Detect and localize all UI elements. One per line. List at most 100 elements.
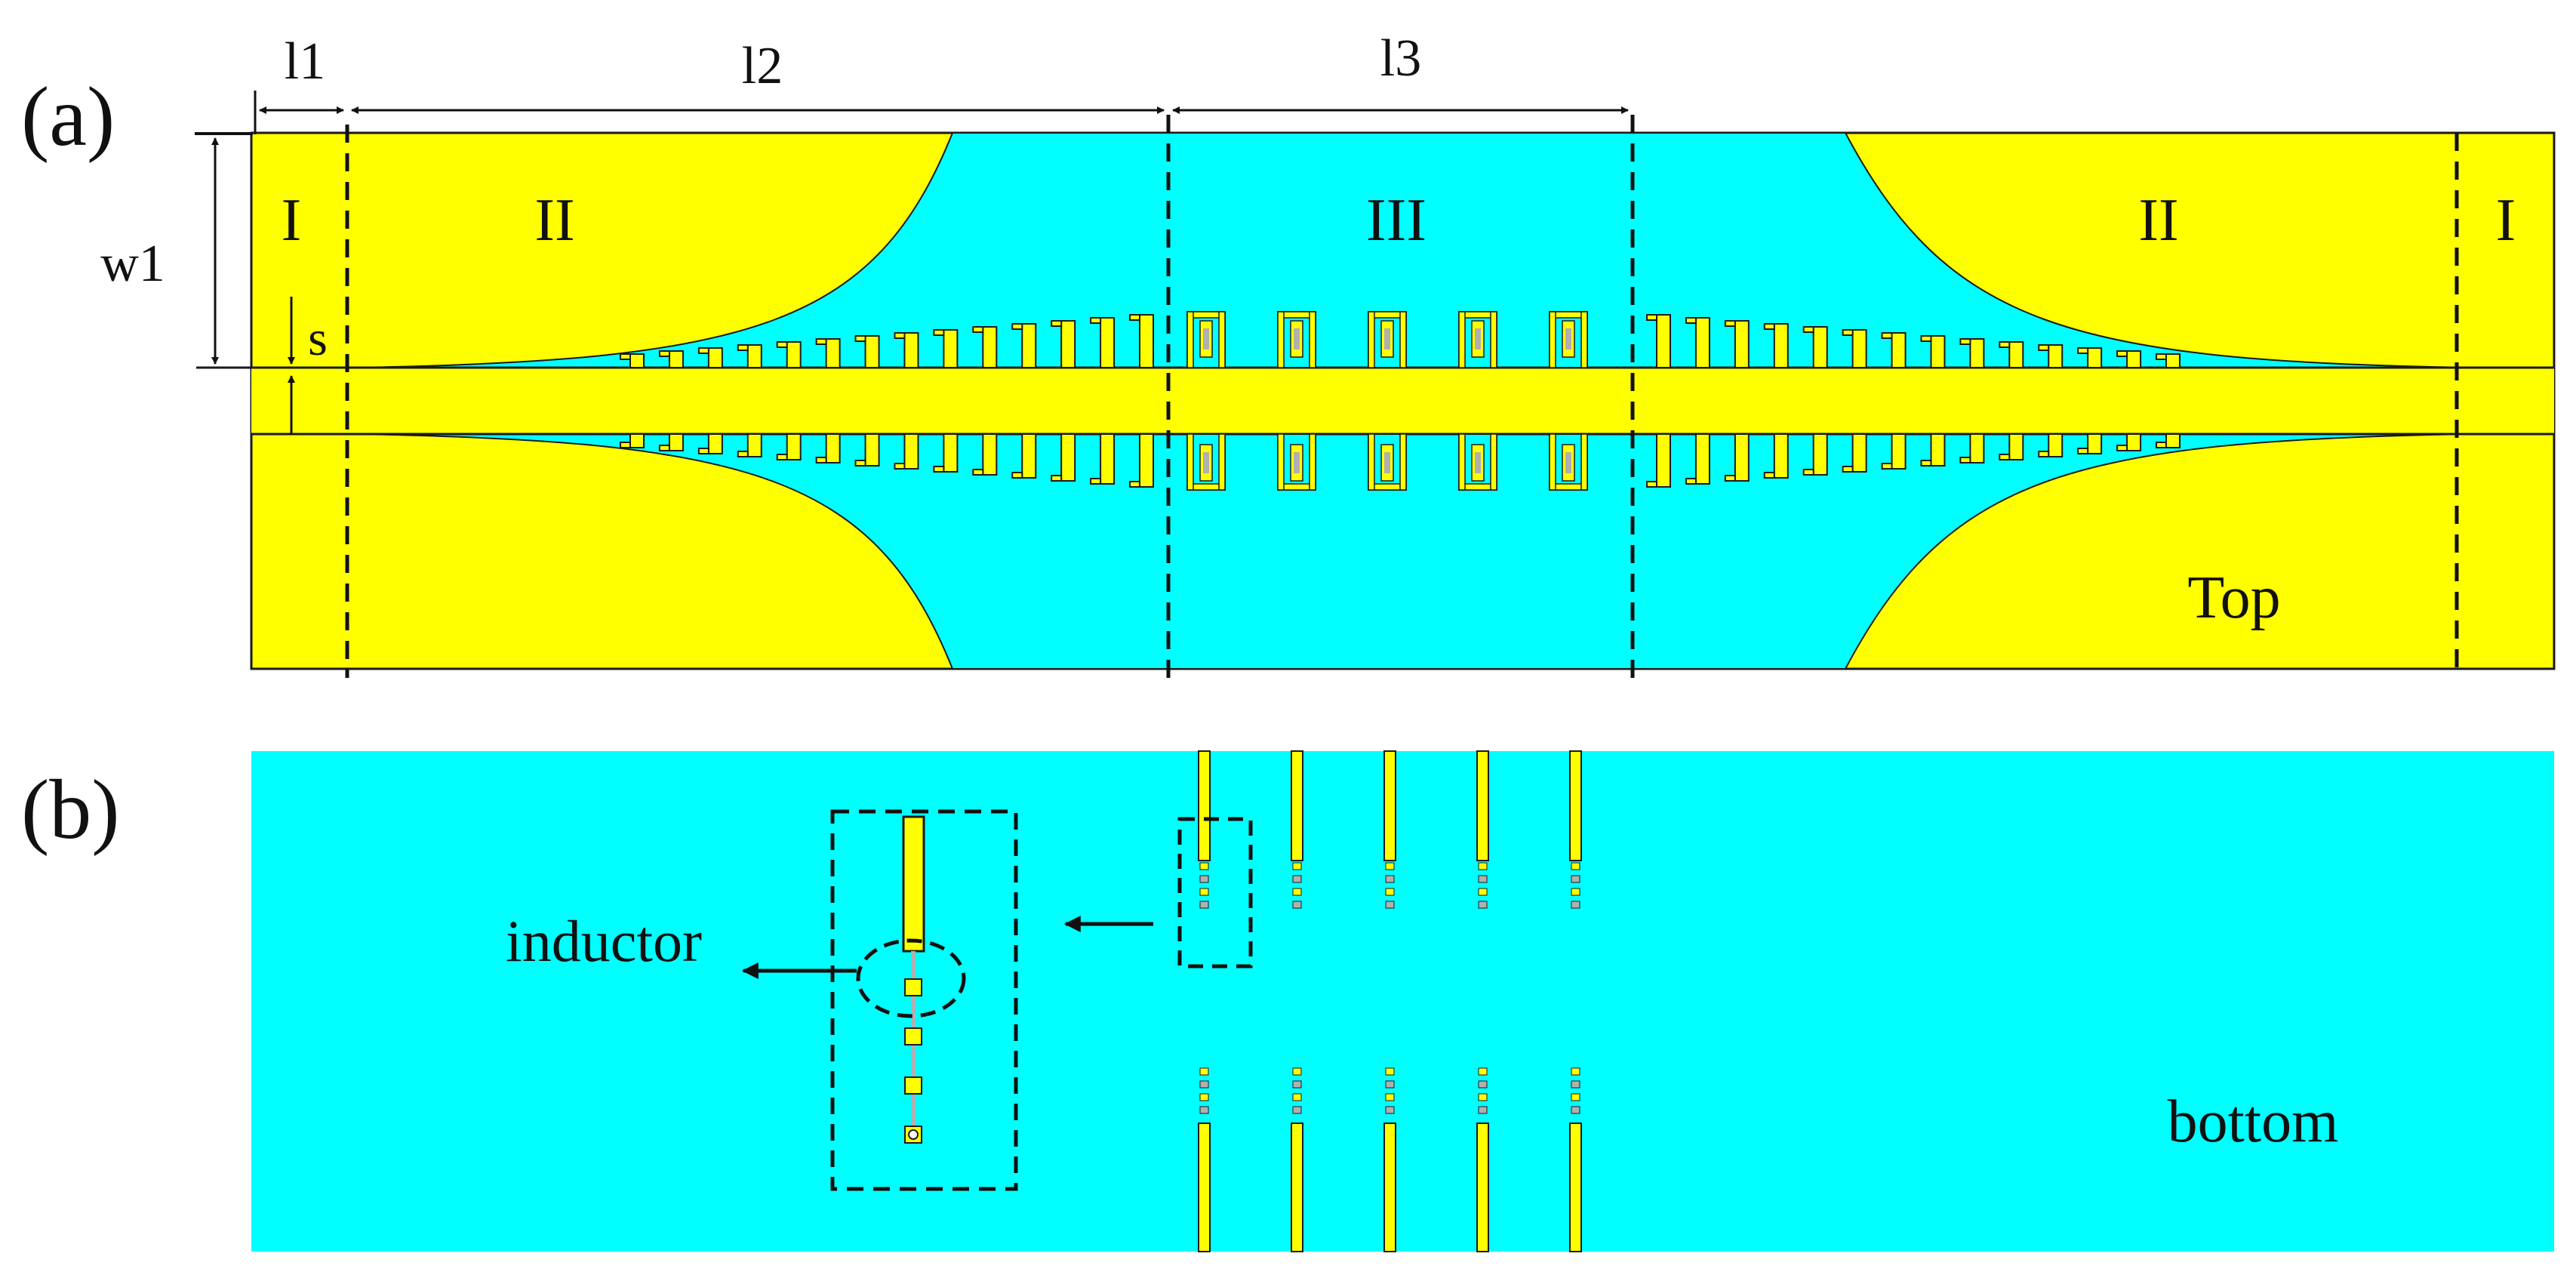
slot-stub: [707, 433, 723, 454]
slot-stub: [1930, 433, 1946, 467]
slot-hook: [1999, 454, 2011, 460]
slot-cell: [2116, 433, 2142, 451]
spiral-arm-left: [1186, 433, 1194, 491]
slot-stub: [629, 433, 645, 448]
slot-stub: [982, 433, 998, 476]
side-label-top: Top: [2187, 565, 2280, 631]
strip-via-lower: [1478, 1106, 1488, 1114]
region-label-i-left: I: [282, 187, 302, 254]
slot-cell: [894, 332, 919, 368]
slot-hook: [1881, 332, 1893, 339]
slot-stub: [864, 335, 880, 368]
slot-hook: [737, 344, 749, 351]
slot-hook: [1802, 326, 1814, 333]
slot-stub: [2008, 341, 2024, 368]
slot-stub: [1694, 317, 1710, 368]
strip-via-upper: [1385, 875, 1395, 883]
panel-b-tag: (b): [21, 763, 120, 857]
strip-via-upper: [1199, 901, 1209, 909]
spiral-via: [1475, 328, 1481, 350]
strip-via-lower: [1571, 1106, 1580, 1114]
spiral-arm-left: [1368, 433, 1375, 491]
spiral-arm-right: [1490, 311, 1497, 368]
slot-hook: [1842, 466, 1854, 473]
slot-stub: [629, 353, 645, 368]
slot-cell: [1051, 433, 1076, 482]
slot-cell: [2038, 344, 2064, 368]
slot-stub: [1734, 320, 1750, 368]
slot-cell: [1724, 433, 1750, 482]
via-hole: [908, 1129, 919, 1140]
slot-cell: [1685, 433, 1710, 485]
slot-cell: [620, 433, 645, 448]
strip-via-lower: [1571, 1093, 1580, 1101]
spiral-via: [1475, 452, 1481, 473]
slot-cell: [1881, 433, 1907, 470]
slot-cell: [1090, 433, 1116, 485]
slot-stub: [1139, 314, 1154, 368]
slot-hook: [658, 350, 670, 357]
unit-cells-top: [620, 311, 2181, 491]
slot-hook: [1959, 457, 1971, 463]
slot-hook: [1920, 335, 1932, 342]
slot-cell: [1646, 433, 1671, 488]
slot-cell: [2156, 433, 2181, 448]
slot-stub: [2048, 344, 2064, 368]
strip-via-lower: [1478, 1080, 1488, 1089]
slot-cell: [933, 329, 959, 368]
slot-cell: [1959, 433, 1985, 463]
strip-via-upper: [1199, 888, 1209, 896]
slot-stub: [1812, 433, 1828, 476]
slot-cell: [815, 433, 841, 463]
region-label-ii-right: II: [2138, 187, 2178, 254]
slot-hook: [1011, 472, 1023, 479]
strip-via-upper: [1571, 875, 1580, 883]
strip-via-upper: [1478, 875, 1488, 883]
slot-hook: [894, 332, 906, 339]
slot-hook: [2077, 347, 2089, 354]
slot-stub: [1021, 433, 1037, 479]
spiral-arm-left: [1458, 433, 1466, 491]
slot-stub: [1139, 433, 1154, 488]
inductor-pad: [904, 1076, 922, 1095]
slot-stub: [864, 433, 880, 467]
spiral-cell: [1186, 311, 1226, 368]
slot-stub: [1656, 314, 1671, 368]
spiral-arm-left: [1277, 311, 1285, 368]
strip-via-upper: [1571, 862, 1580, 870]
dim-w1-label: w1: [100, 235, 165, 293]
slot-cell: [972, 326, 998, 368]
slot-hook: [972, 469, 984, 476]
strip-via-lower: [1385, 1093, 1395, 1101]
slot-hook: [1646, 481, 1657, 488]
slot-hook: [776, 341, 788, 348]
panel-a: (a) I II III II I Top l1 l2 l3 w: [21, 29, 2556, 678]
slot-cell: [1842, 433, 1867, 473]
slot-hook: [815, 457, 827, 463]
slot-stub: [2165, 433, 2181, 448]
slot-stub: [746, 433, 762, 457]
bottom-board: [251, 751, 2554, 1252]
panel-a-tag: (a): [21, 70, 115, 164]
spiral-via: [1203, 328, 1209, 350]
slot-hook: [1129, 481, 1140, 488]
spiral-cell: [1186, 433, 1226, 491]
slot-cell: [1763, 323, 1789, 368]
slot-cell: [776, 341, 802, 368]
slot-cell: [854, 335, 880, 368]
slot-cell: [1920, 433, 1946, 467]
slot-hook: [658, 445, 670, 451]
spiral-arm-right: [1218, 311, 1226, 368]
slot-cell: [658, 350, 684, 368]
slot-stub: [903, 332, 919, 368]
bottom-strip-upper: [1569, 750, 1582, 861]
slot-cell: [2038, 433, 2064, 457]
slot-cell: [2116, 350, 2142, 368]
slot-stub: [2087, 433, 2103, 454]
slot-hook: [815, 338, 827, 345]
slot-stub: [1773, 323, 1789, 368]
strip-via-lower: [1292, 1067, 1302, 1076]
slot-hook: [1129, 314, 1140, 321]
slot-stub: [1060, 433, 1076, 482]
